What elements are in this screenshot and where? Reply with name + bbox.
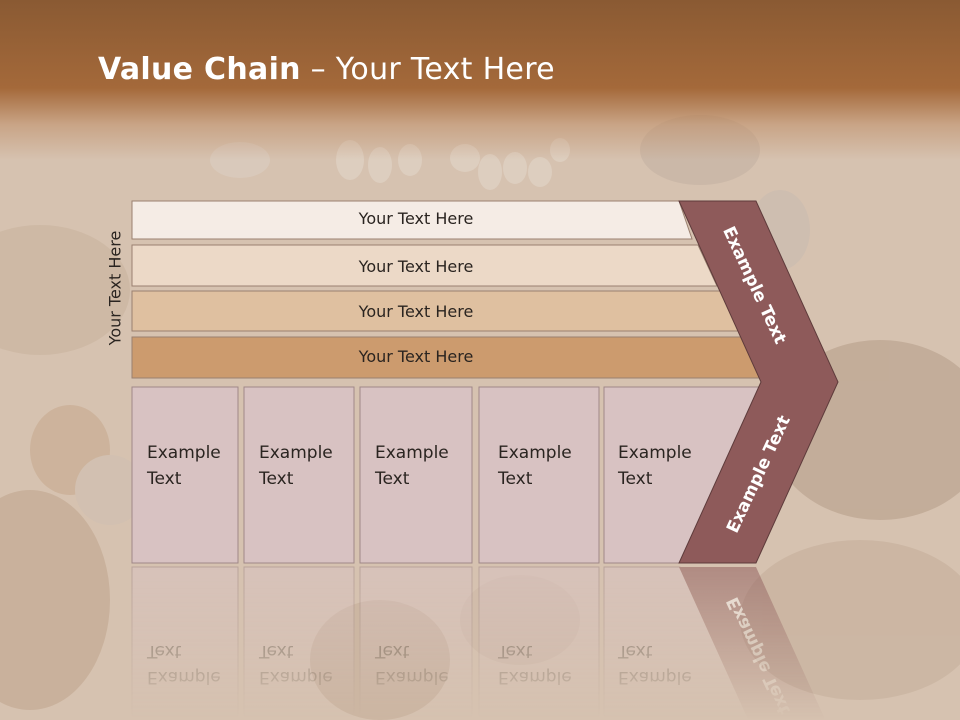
activity-1-line2: Text bbox=[146, 469, 182, 489]
activity-2-line2: Text bbox=[258, 469, 294, 489]
reflection-1-line1: Example bbox=[147, 667, 221, 687]
band-2-label: Your Text Here bbox=[358, 257, 474, 276]
reflection-4-line1: Example bbox=[498, 667, 572, 687]
activity-5-line1: Example bbox=[618, 443, 692, 463]
reflection-box-4 bbox=[478, 566, 600, 720]
slide-title: Value Chain – Your Text Here bbox=[98, 52, 555, 87]
activity-2-line1: Example bbox=[259, 443, 333, 463]
reflection-3-line2: Text bbox=[374, 641, 410, 661]
activity-3-line2: Text bbox=[374, 469, 410, 489]
activity-3-line1: Example bbox=[375, 443, 449, 463]
reflection-box-3 bbox=[359, 566, 473, 720]
band-4-label: Your Text Here bbox=[358, 347, 474, 366]
margin-chevron[interactable] bbox=[678, 200, 839, 564]
activity-5-line2: Text bbox=[617, 469, 653, 489]
activity-box-1[interactable] bbox=[131, 386, 239, 564]
reflection-1-line2: Text bbox=[146, 641, 182, 661]
reflection-4-line2: Text bbox=[497, 641, 533, 661]
slide-title-rest: – Your Text Here bbox=[300, 52, 555, 87]
title-band bbox=[0, 0, 960, 160]
reflection-5-line1: Example bbox=[618, 667, 692, 687]
activity-box-2[interactable] bbox=[243, 386, 355, 564]
band-1-label: Your Text Here bbox=[358, 209, 474, 228]
reflection-box-1 bbox=[131, 566, 239, 720]
activity-box-4[interactable] bbox=[478, 386, 600, 564]
activity-1-line1: Example bbox=[147, 443, 221, 463]
reflection-5-line2: Text bbox=[617, 641, 653, 661]
reflection-3-line1: Example bbox=[375, 667, 449, 687]
reflection-chevron bbox=[679, 567, 826, 720]
activity-4-line1: Example bbox=[498, 443, 572, 463]
band-1[interactable] bbox=[131, 200, 693, 240]
activity-4-line2: Text bbox=[497, 469, 533, 489]
band-3-label: Your Text Here bbox=[358, 302, 474, 321]
slide-title-bold: Value Chain bbox=[98, 52, 301, 87]
reflection-box-2 bbox=[243, 566, 355, 720]
activity-box-3[interactable] bbox=[359, 386, 473, 564]
diagram-reflection: Example Text Example Text Example Text E… bbox=[131, 566, 826, 720]
reflection-2-line1: Example bbox=[259, 667, 333, 687]
reflection-2-line2: Text bbox=[258, 641, 294, 661]
